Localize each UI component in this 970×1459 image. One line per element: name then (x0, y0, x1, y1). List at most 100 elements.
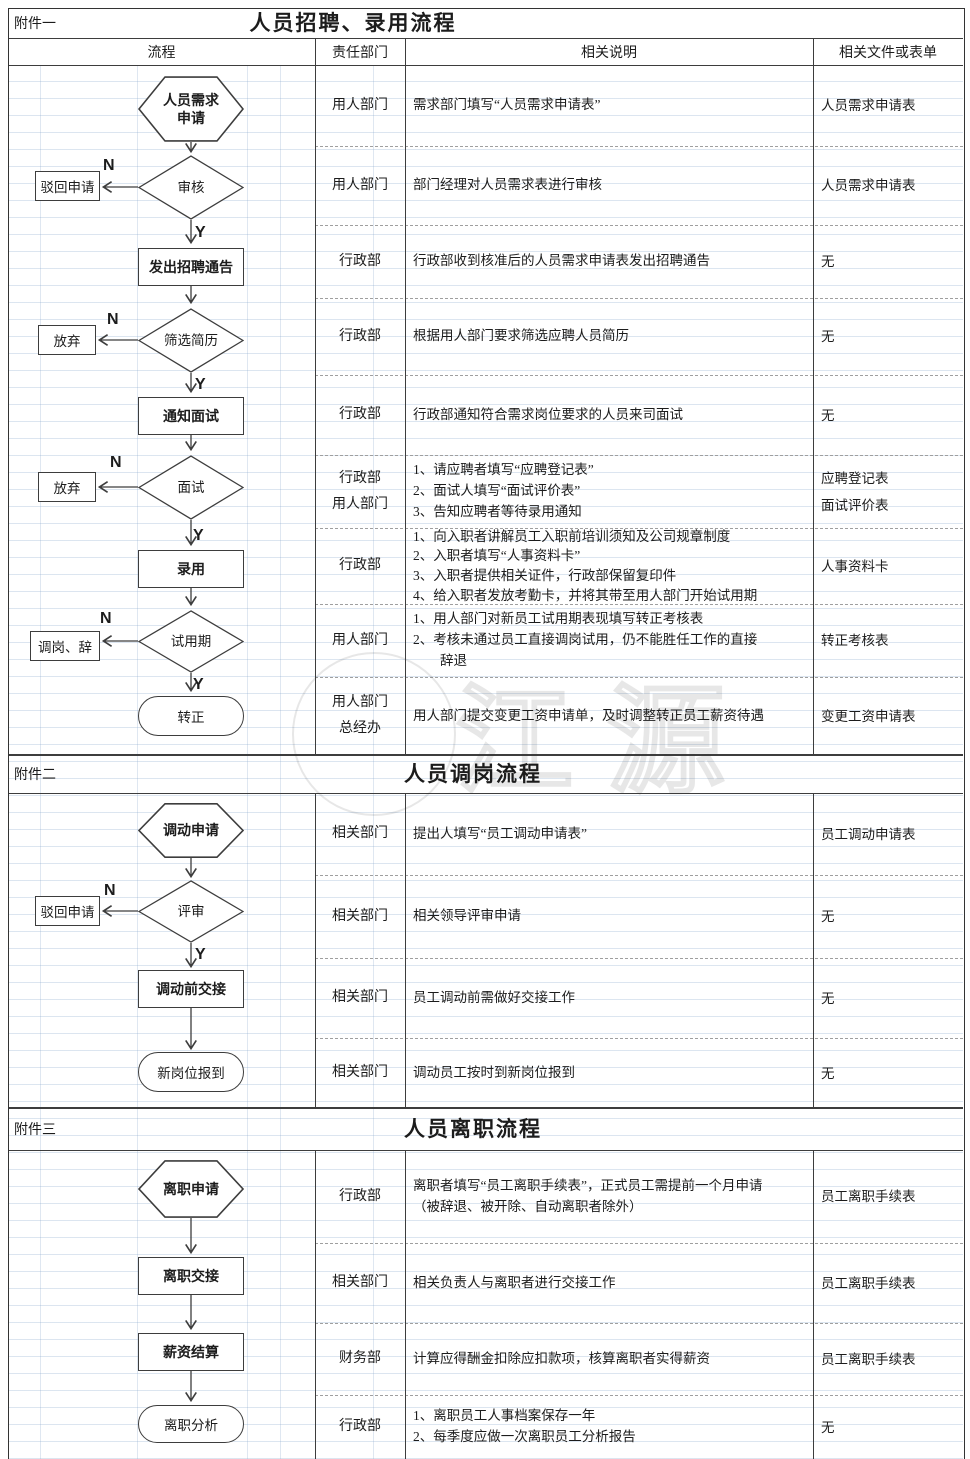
shape-label: 离职申请 (163, 1180, 219, 1197)
row-separator (315, 455, 963, 456)
desc-cell: 调动员工按时到新岗位报到 (413, 1064, 575, 1080)
row-separator (315, 875, 963, 876)
doc-cell: 人员需求申请表 (821, 178, 916, 193)
column-header-description: 相关说明 (581, 45, 637, 61)
attachment3-title: 人员离职流程 (404, 1117, 542, 1141)
branch-no-label: N (100, 610, 112, 627)
doc-cell: 无 (821, 990, 835, 1006)
branch-no-label: N (103, 157, 115, 174)
table-line (8, 65, 963, 66)
row-separator (315, 1323, 963, 1324)
reject-box: 驳回申请 (35, 171, 100, 201)
desc-cell: 计算应得酬金扣除应扣款项，核算离职者实得薪资 (413, 1350, 710, 1366)
attachment3-label: 附件三 (14, 1123, 56, 1138)
desc-cell: 1、向入职者讲解员工入职前培训须知及公司规章制度 2、入职者填写“人事资料卡” … (413, 528, 758, 603)
desc-cell: 用人部门提交变更工资申请单，及时调整转正员工薪资待遇 (413, 707, 764, 723)
desc-cell: 提出人填写“员工调动申请表” (413, 825, 587, 841)
doc-cell: 员工离职手续表 (821, 1275, 916, 1291)
flow-start-hexagon: 调动申请 (138, 803, 244, 858)
attachment1-label: 附件一 (14, 17, 56, 32)
column-header-department: 责任部门 (332, 45, 388, 61)
table-line (8, 38, 963, 39)
column-line (405, 793, 406, 1108)
doc-cell: 转正考核表 (821, 633, 889, 648)
row-separator (315, 298, 963, 299)
reject-label: 放弃 (53, 481, 81, 496)
attachment2-label: 附件二 (14, 768, 56, 783)
row-separator (315, 677, 963, 678)
decision-diamond: 审核 (138, 155, 244, 220)
table-line (8, 1150, 963, 1151)
doc-cell: 人事资料卡 (821, 558, 889, 574)
desc-cell: 1、请应聘者填写“应聘登记表” 2、面试人填写“面试评价表” 3、告知应聘者等待… (413, 462, 594, 519)
desc-cell: 部门经理对人员需求表进行审核 (413, 177, 602, 193)
reject-label: 调岗、辞 (38, 640, 92, 655)
decision-diamond: 面试 (138, 455, 244, 520)
flow-end-stadium: 离职分析 (138, 1405, 244, 1443)
process-rect: 录用 (138, 550, 244, 588)
branch-yes-label: Y (195, 946, 206, 963)
doc-cell: 无 (821, 1065, 835, 1081)
dept-cell: 相关部门 (332, 990, 388, 1006)
dept-cell: 行政部 (339, 1419, 381, 1435)
shape-label: 试用期 (170, 633, 212, 649)
doc-cell: 变更工资申请表 (821, 708, 916, 724)
branch-no-label: N (110, 454, 122, 471)
shape-label: 发出招聘通告 (149, 259, 233, 275)
column-header-documents: 相关文件或表单 (839, 45, 937, 61)
shape-label: 调动申请 (163, 822, 219, 839)
flow-start-hexagon: 人员需求 申请 (138, 76, 244, 142)
dept-cell: 用人部门 (332, 97, 388, 113)
doc-cell: 无 (821, 909, 835, 924)
dept-cell: 相关部门 (332, 908, 388, 924)
row-separator (315, 604, 963, 605)
flow-end-stadium: 转正 (138, 696, 244, 736)
row-separator (315, 375, 963, 376)
dept-cell: 行政部 (339, 558, 381, 574)
doc-cell: 无 (821, 407, 835, 423)
shape-label: 离职交接 (163, 1268, 219, 1284)
process-rect: 通知面试 (138, 397, 244, 435)
row-separator (315, 528, 963, 529)
reject-label: 放弃 (53, 334, 81, 349)
doc-cell: 人员需求申请表 (821, 98, 916, 113)
column-line (405, 1150, 406, 1459)
shape-label: 审核 (177, 179, 205, 195)
column-line (315, 38, 316, 755)
doc-cell: 应聘登记表 面试评价表 (821, 470, 889, 513)
dept-cell: 用人部门 (332, 177, 388, 193)
doc-cell: 员工离职手续表 (821, 1351, 916, 1367)
table-line (8, 793, 963, 794)
column-line (813, 1150, 814, 1459)
shape-label: 调动前交接 (156, 981, 226, 997)
decision-diamond: 评审 (138, 880, 244, 943)
shape-label: 通知面试 (163, 408, 219, 424)
shape-label: 薪资结算 (163, 1344, 219, 1360)
dept-cell: 财务部 (339, 1351, 381, 1367)
decision-diamond: 筛选简历 (138, 308, 244, 373)
row-separator (315, 1038, 963, 1039)
dept-cell: 行政部 用人部门 (332, 470, 388, 512)
dept-cell: 相关部门 (332, 1065, 388, 1081)
dept-cell: 行政部 (339, 328, 381, 344)
branch-yes-label: Y (193, 527, 204, 544)
desc-cell: 相关领导评审申请 (413, 908, 521, 924)
doc-cell: 员工调动申请表 (821, 826, 916, 842)
attachment1-title: 人员招聘、录用流程 (249, 11, 457, 35)
reject-box: 放弃 (38, 472, 96, 502)
desc-cell: 行政部收到核准后的人员需求申请表发出招聘通告 (413, 253, 710, 269)
dept-cell: 行政部 (339, 253, 381, 269)
desc-cell: 员工调动前需做好交接工作 (413, 989, 575, 1005)
row-separator (315, 958, 963, 959)
reject-box: 驳回申请 (35, 896, 100, 926)
flow-start-hexagon: 离职申请 (138, 1160, 244, 1218)
row-separator (315, 225, 963, 226)
shape-label: 面试 (177, 479, 205, 495)
section-divider (8, 754, 963, 756)
desc-cell: 离职者填写“员工离职手续表”，正式员工需提前一个月申请 （被辞退、被开除、自动离… (413, 1177, 763, 1214)
attachment2-title: 人员调岗流程 (404, 762, 542, 786)
desc-cell: 根据用人部门要求筛选应聘人员简历 (413, 328, 629, 344)
dept-cell: 用人部门 (332, 632, 388, 648)
branch-no-label: N (107, 311, 119, 328)
